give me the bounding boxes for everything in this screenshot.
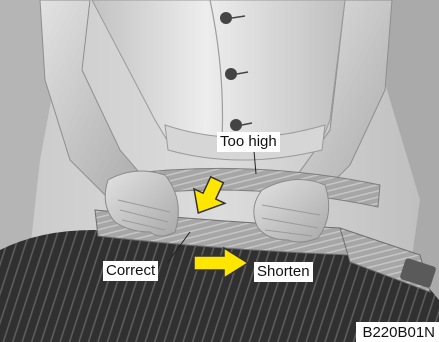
shorten-label: Shorten — [254, 262, 313, 282]
right-arrow-icon — [192, 246, 250, 280]
correct-label: Correct — [103, 261, 158, 281]
down-arrow-icon — [188, 176, 230, 218]
too-high-label: Too high — [217, 132, 280, 152]
figure-code: B220B01N — [356, 322, 439, 342]
